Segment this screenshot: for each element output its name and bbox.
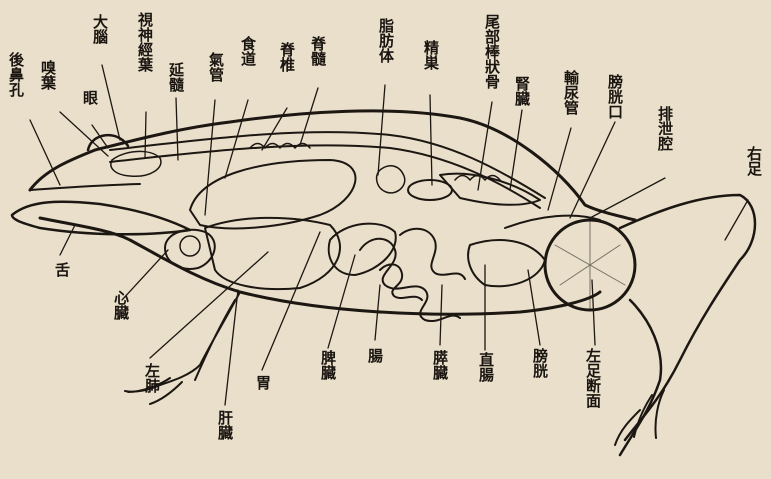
- rectum-shape: [468, 240, 545, 286]
- label-spinal-cord: 脊髓: [310, 36, 325, 66]
- label-spleen: 脾臓: [320, 350, 335, 380]
- label-rectum: 直腸: [478, 352, 493, 382]
- upper-jaw: [30, 184, 140, 190]
- label-ureter: 輸尿管: [563, 70, 578, 115]
- label-eye: 眼: [82, 90, 97, 105]
- label-fat-body: 脂肪体: [378, 18, 393, 63]
- stomach-shape: [329, 224, 396, 275]
- label-optic-nerve-leaf: 視神經葉: [137, 12, 152, 72]
- label-liver: 肝臓: [217, 410, 232, 440]
- label-esophagus: 食道: [240, 36, 255, 66]
- label-cerebrum: 大腦: [92, 14, 107, 44]
- label-vertebra: 脊椎: [279, 42, 294, 72]
- label-cloaca: 排泄腔: [657, 106, 672, 151]
- fat-body-shape: [377, 166, 405, 193]
- right-leg-upper: [620, 195, 755, 440]
- cloaca-shape: [505, 216, 600, 228]
- label-pancreas: 膵臓: [432, 350, 447, 380]
- label-left-lung: 左肺: [144, 363, 159, 393]
- label-tongue: 舌: [54, 262, 69, 277]
- intestine-coils: [360, 229, 465, 321]
- label-posterior-nostril: 後鼻孔: [8, 52, 23, 97]
- label-bladder-opening: 膀胱口: [607, 74, 622, 119]
- kidney-shape: [440, 174, 540, 205]
- label-trachea: 氣管: [208, 52, 223, 82]
- label-bladder: 膀胱: [532, 348, 547, 378]
- label-intestine: 腸: [367, 348, 382, 363]
- label-stomach: 胃: [255, 375, 270, 390]
- testis-shape: [408, 180, 452, 200]
- brain-shape: [111, 151, 161, 176]
- label-olfactory-lobe: 嗅葉: [40, 60, 55, 90]
- body-outline-dorsal: [30, 111, 635, 220]
- label-left-leg-section: 左足断面: [585, 348, 600, 408]
- label-testis: 精巣: [423, 40, 438, 70]
- cross-section-lines: [555, 220, 625, 310]
- label-medulla: 延髓: [168, 62, 183, 92]
- label-kidney: 腎臓: [514, 76, 529, 106]
- label-right-leg: 右足: [746, 146, 761, 176]
- spinal-canal-upper: [110, 132, 545, 198]
- spinal-canal-lower: [110, 145, 540, 208]
- heart-ventricle: [180, 236, 200, 256]
- label-heart: 心臓: [113, 290, 128, 320]
- label-urostyle: 尾部棒狀骨: [484, 14, 499, 89]
